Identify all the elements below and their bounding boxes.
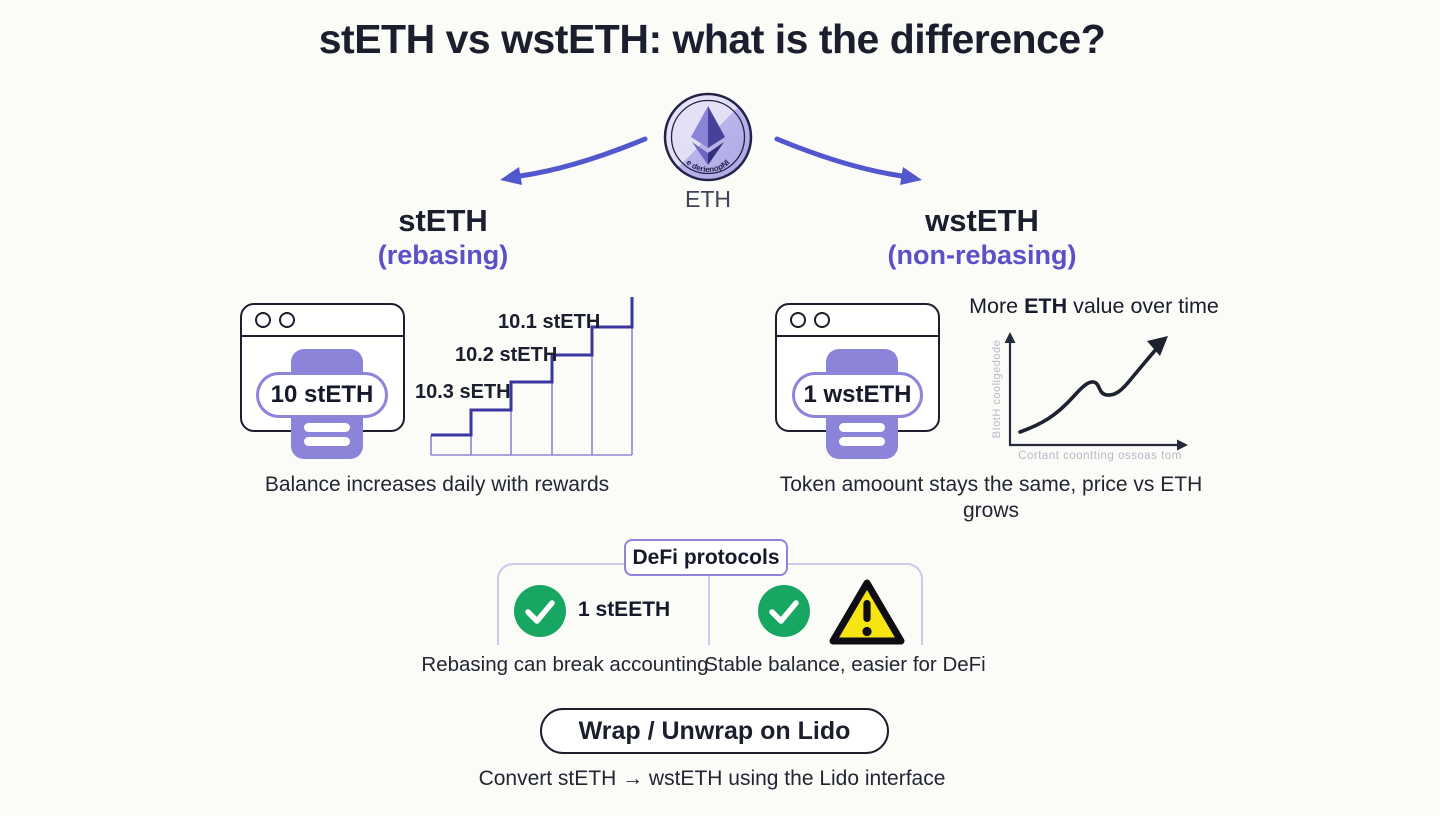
arrow-right-icon — [774, 136, 922, 185]
growth-curve — [1018, 344, 1161, 434]
check-icon — [514, 585, 566, 637]
wsteth-subheading: (non-rebasing) — [887, 240, 1077, 270]
wsteth-balance-value: 1 wstETH — [803, 381, 912, 408]
wsteth-heading-block: wstETH (non-rebasing) — [872, 203, 1092, 271]
window-dot-icon — [279, 312, 295, 328]
window-titlebar — [242, 305, 403, 337]
defi-right-caption: Stable balance, easier for DeFi — [704, 653, 986, 676]
eth-label: ETH — [685, 186, 731, 212]
growth-chart-xlabel: Cortant coontting ossoas tom — [1018, 450, 1182, 462]
steth-caption: Balance increases daily with rewards — [264, 473, 610, 496]
rebasing-step-chart — [430, 297, 634, 456]
steth-heading: stETH — [398, 203, 488, 238]
wrap-unwrap-button[interactable]: Wrap / Unwrap on Lido — [540, 708, 889, 754]
warning-icon — [829, 579, 905, 645]
defi-protocols-box: DeFi protocols — [624, 539, 788, 576]
wallet-line-icon — [839, 437, 885, 446]
wsteth-heading: wstETH — [925, 203, 1039, 238]
step-label: 10.2 stETH — [455, 344, 558, 366]
wsteth-caption: Token amoount stays the same, price vs E… — [779, 473, 1203, 522]
steth-balance-value: 10 stETH — [270, 381, 374, 408]
defi-divider — [708, 576, 710, 645]
page-title: stETH vs wstETH: what is the difference? — [318, 16, 1106, 62]
window-dot-icon — [790, 312, 806, 328]
wallet-line-icon — [304, 423, 350, 432]
window-dot-icon — [255, 312, 271, 328]
step-label: 10.1 stETH — [498, 311, 601, 333]
defi-left-caption: Rebasing can break accounting — [421, 653, 709, 676]
footer-caption: Convert stETH → wstETH using the Lido in… — [478, 767, 946, 790]
growth-line-chart — [1004, 332, 1188, 451]
ethereum-diamond-icon — [691, 106, 725, 165]
steth-balance-pill: 10 stETH — [256, 372, 388, 418]
eth-coin-icon: e derienopNl — [663, 92, 753, 182]
defi-left-item-label: 1 stEETH — [578, 598, 671, 621]
wallet-line-icon — [304, 437, 350, 446]
curve-arrowhead-icon — [1147, 336, 1168, 356]
window-dot-icon — [814, 312, 830, 328]
steth-heading-block: stETH (rebasing) — [333, 203, 553, 271]
steth-subheading: (rebasing) — [377, 240, 509, 270]
wsteth-balance-pill: 1 wstETH — [792, 372, 923, 418]
arrow-left-icon — [500, 136, 648, 185]
split-arrows — [500, 136, 922, 185]
defi-protocols-label: DeFi protocols — [632, 545, 780, 569]
growth-chart-title: More ETH value over time — [969, 294, 1219, 318]
chart-axes — [1008, 340, 1180, 447]
wrap-unwrap-button-label: Wrap / Unwrap on Lido — [578, 716, 851, 745]
growth-chart-ylabel: BIotH cooligedode — [991, 339, 1003, 439]
check-icon — [758, 585, 810, 637]
wallet-line-icon — [839, 423, 885, 432]
step-label: 10.3 sETH — [415, 381, 511, 403]
y-axis-arrow-icon — [1004, 332, 1016, 343]
x-axis-arrow-icon — [1177, 439, 1188, 451]
window-titlebar — [777, 305, 938, 337]
